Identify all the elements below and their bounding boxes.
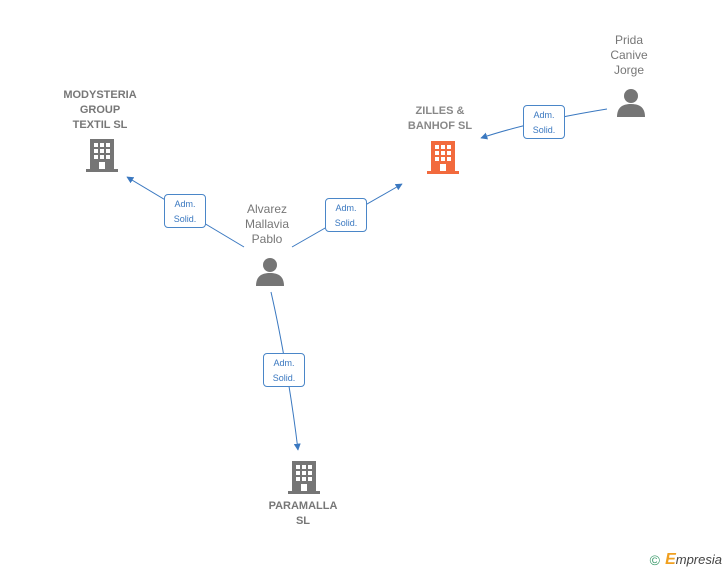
building-icon-highlighted[interactable] [427, 139, 459, 175]
role-badge-line1: Adm. [533, 110, 555, 120]
role-badge-modysteria[interactable]: Adm. Solid. [164, 194, 206, 228]
person-icon[interactable] [616, 87, 646, 117]
company-label-modysteria[interactable]: MODYSTERIA GROUP TEXTIL SL [63, 89, 137, 131]
building-icon[interactable] [86, 137, 118, 173]
company-label-paramalla[interactable]: PARAMALLA SL [268, 500, 338, 527]
role-badge-line2: Solid. [272, 373, 296, 383]
role-badge-line1: Adm. [174, 199, 196, 209]
role-badge-line2: Solid. [334, 218, 358, 228]
copyright-icon: © [649, 552, 660, 568]
brand-logo: Empresia [665, 551, 722, 569]
person-icon[interactable] [255, 256, 285, 286]
person-label-alvarez[interactable]: Alvarez Mallavia Pablo [244, 202, 289, 246]
role-badge-line1: Adm. [273, 358, 295, 368]
role-badge-line1: Adm. [335, 203, 357, 213]
brand-logo-initial: E [665, 551, 676, 568]
role-badge-paramalla[interactable]: Adm. Solid. [263, 353, 305, 387]
footer-brand: © Empresia [632, 551, 722, 571]
role-badge-prida[interactable]: Adm. Solid. [523, 105, 565, 139]
role-badge-line2: Solid. [173, 214, 197, 224]
company-label-zilles[interactable]: ZILLES & BANHOF SL [407, 105, 473, 132]
brand-logo-text: mpresia [675, 552, 722, 567]
role-badge-zilles[interactable]: Adm. Solid. [325, 198, 367, 232]
role-badge-line2: Solid. [532, 125, 556, 135]
building-icon[interactable] [288, 459, 320, 495]
person-label-prida[interactable]: Prida Canive Jorge [610, 33, 648, 77]
